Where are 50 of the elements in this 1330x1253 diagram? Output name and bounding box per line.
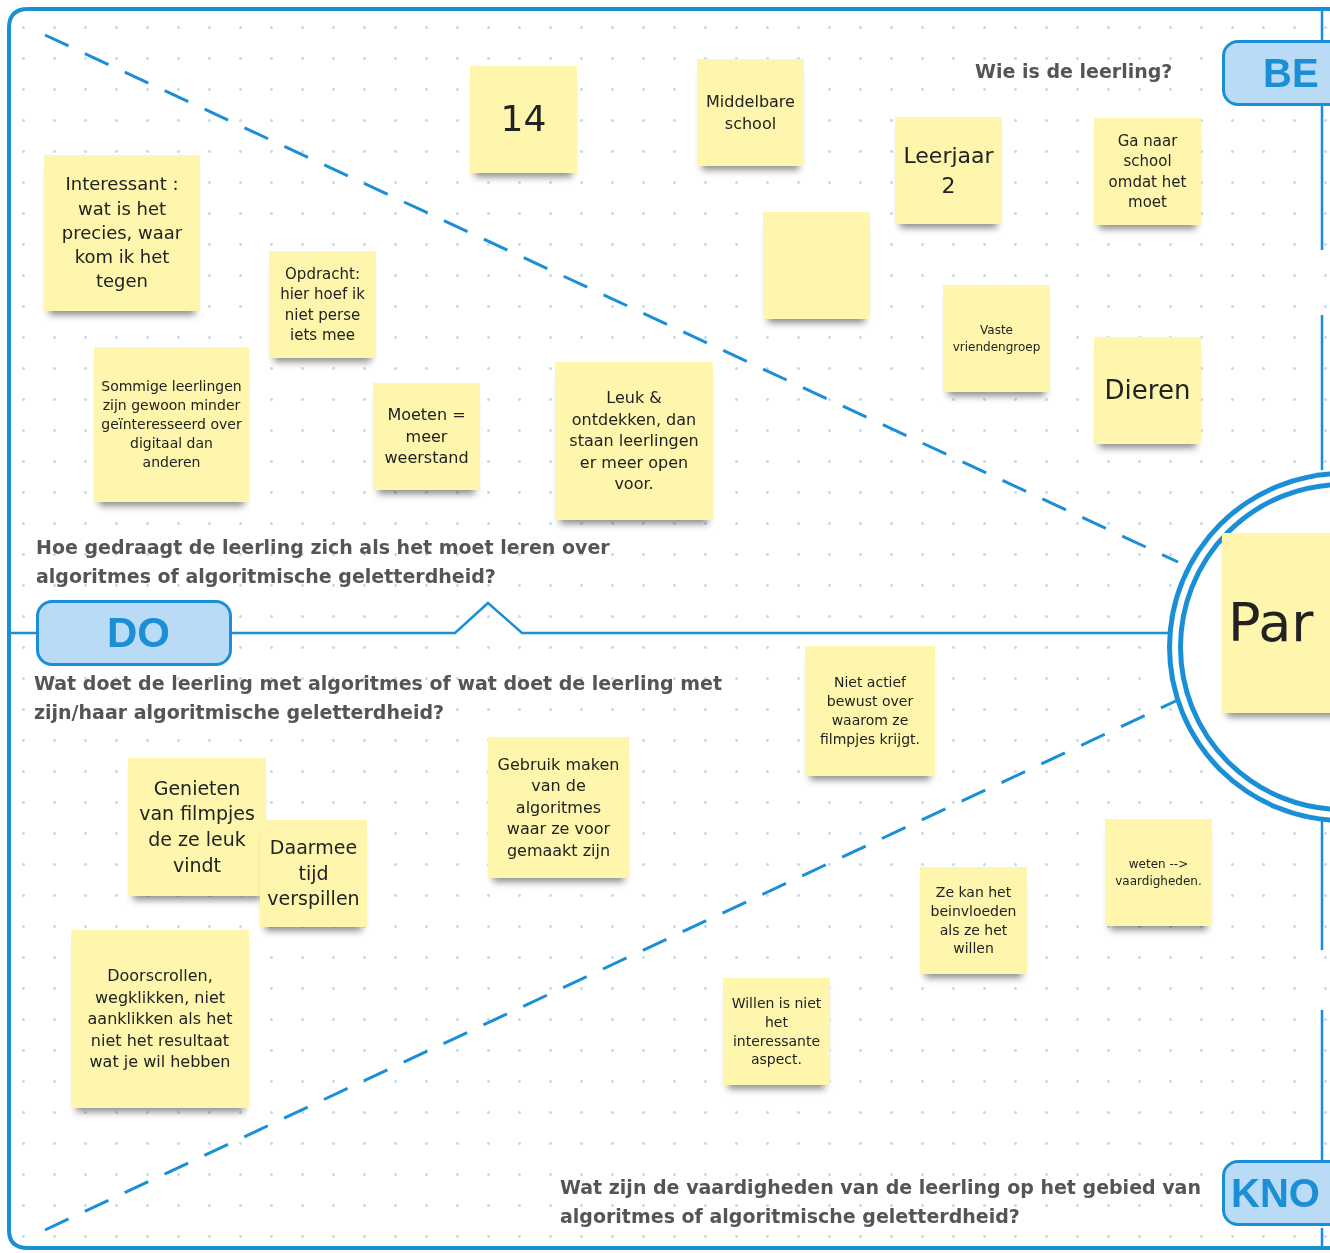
note-text: weten --> vaardigheden. bbox=[1114, 856, 1203, 889]
note-text: Doorscrollen, wegklikken, niet aanklikken als het niet het resultaat wat je wil hebben bbox=[86, 965, 234, 1073]
note-text: Genieten van filmpjes de ze leuk vindt bbox=[138, 775, 256, 878]
sticky-note bbox=[470, 66, 577, 173]
sticky-note bbox=[44, 155, 200, 311]
note-text: Willen is niet het interessante aspect. bbox=[730, 993, 823, 1070]
tab-title: DO bbox=[107, 609, 170, 657]
note-text: Gebruik maken van de algoritmes waar ze voor gemaakt zijn bbox=[496, 753, 621, 862]
tab-title: KNO bbox=[1231, 1170, 1320, 1216]
note-text: Opdracht: hier hoef ik niet perse iets mee bbox=[279, 264, 366, 345]
question-text: Wie is de leerling? bbox=[975, 59, 1174, 84]
sticky-note bbox=[895, 117, 1002, 224]
sticky-note bbox=[920, 867, 1027, 974]
note-text: Ga naar school omdat het moet bbox=[1107, 131, 1188, 212]
note-text: Middelbare school bbox=[705, 90, 796, 135]
note-text: Leuk & ontdekken, dan staan leerlingen er meer open voor. bbox=[568, 387, 700, 495]
sticky-note bbox=[697, 59, 804, 166]
sticky-note bbox=[1105, 819, 1212, 926]
note-text: Vaste vriendengroep bbox=[951, 322, 1042, 355]
sticky-note bbox=[71, 930, 249, 1108]
sticky-note bbox=[269, 251, 376, 358]
sticky-note bbox=[1094, 118, 1201, 225]
note-text: Moeten = meer weerstand bbox=[383, 404, 470, 469]
section-tab bbox=[1222, 1160, 1330, 1226]
sticky-note bbox=[943, 285, 1050, 392]
sticky-note bbox=[1094, 337, 1201, 444]
sticky-note bbox=[260, 820, 367, 927]
sticky-note bbox=[94, 347, 249, 502]
section-tab bbox=[36, 600, 232, 666]
note-text: Leerjaar 2 bbox=[902, 141, 995, 200]
sticky-note bbox=[373, 383, 480, 490]
note-text: Interessant : wat is het precies, waar kom ik het tegen bbox=[60, 172, 184, 294]
question-text: Hoe gedraagt de leerling zich als het moet leren over algoritmes of algoritmische geletterdheid? bbox=[36, 535, 611, 590]
note-text: Sommige leerlingen zijn gewoon minder geïnteresseerd over digitaal dan anderen bbox=[100, 377, 243, 472]
question-text: Wat zijn de vaardigheden van de leerling op het gebied van algoritmes of algoritmische geletterdheid? bbox=[560, 1175, 1202, 1230]
section-tab bbox=[1222, 40, 1330, 106]
tab-title: BE bbox=[1263, 50, 1319, 96]
note-text: Ze kan het beinvloeden als ze het willen bbox=[929, 882, 1018, 959]
question-text: Wat doet de leerling met algoritmes of wat doet de leerling met zijn/haar algoritmische geletterdheid? bbox=[34, 671, 724, 726]
sticky-note bbox=[555, 362, 713, 520]
sticky-note bbox=[723, 978, 830, 1085]
note-text: 14 bbox=[500, 97, 547, 142]
note-text: Par bbox=[1228, 589, 1314, 656]
sticky-note bbox=[488, 737, 629, 878]
note-text: Dieren bbox=[1104, 373, 1191, 407]
sticky-note bbox=[128, 758, 266, 896]
sticky-note bbox=[763, 212, 870, 319]
sticky-note bbox=[805, 646, 935, 776]
note-text: Niet actief bewust over waarom ze filmpjes krijgt. bbox=[819, 673, 921, 749]
note-text: Daarmee tijd verspillen bbox=[266, 835, 361, 912]
